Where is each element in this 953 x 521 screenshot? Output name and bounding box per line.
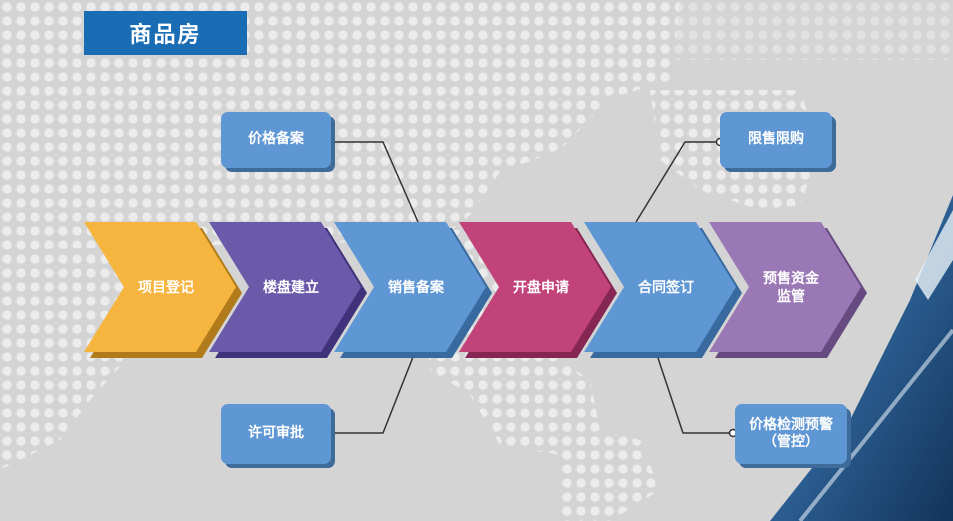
price-monitoring-box: 价格检测预警 （管控） — [735, 404, 847, 464]
price-monitoring-label: 价格检测预警 （管控） — [749, 416, 833, 451]
process-step-arrow — [84, 222, 236, 352]
process-step-6: 预售资金监管 — [709, 222, 867, 358]
price-filing-box: 价格备案 — [221, 112, 331, 168]
process-step-3: 销售备案 — [334, 222, 492, 358]
process-step-arrow — [584, 222, 736, 352]
permit-approval-box: 许可审批 — [221, 404, 331, 464]
process-step-5: 合同签订 — [584, 222, 742, 358]
process-step-1: 项目登记 — [84, 222, 242, 358]
purchase-limit-label: 限售限购 — [748, 131, 804, 148]
process-step-arrow — [334, 222, 486, 352]
permit-approval-label: 许可审批 — [248, 425, 304, 442]
process-step-arrow — [709, 222, 861, 352]
process-step-label: 销售备案 — [388, 279, 445, 296]
building-photo-decoration — [770, 195, 953, 521]
process-step-label: 开盘申请 — [513, 279, 569, 296]
process-step-label: 合同签订 — [638, 279, 694, 296]
purchase-limit-box: 限售限购 — [720, 112, 832, 168]
process-step-arrow — [209, 222, 361, 352]
process-step-label: 楼盘建立 — [263, 279, 319, 296]
price-filing-label: 价格备案 — [248, 131, 304, 148]
chevron-process-steps: 预售资金监管 合同签订 开盘申请 销售备案 楼盘建立 项目登记 — [84, 222, 867, 358]
connector-lines — [331, 141, 733, 434]
page-title: 商品房 — [84, 11, 247, 55]
process-step-2: 楼盘建立 — [209, 222, 367, 358]
process-step-4: 开盘申请 — [459, 222, 617, 358]
process-step-label: 预售资金监管 — [763, 270, 820, 305]
process-step-arrow — [459, 222, 611, 352]
process-step-label: 项目登记 — [138, 279, 194, 296]
